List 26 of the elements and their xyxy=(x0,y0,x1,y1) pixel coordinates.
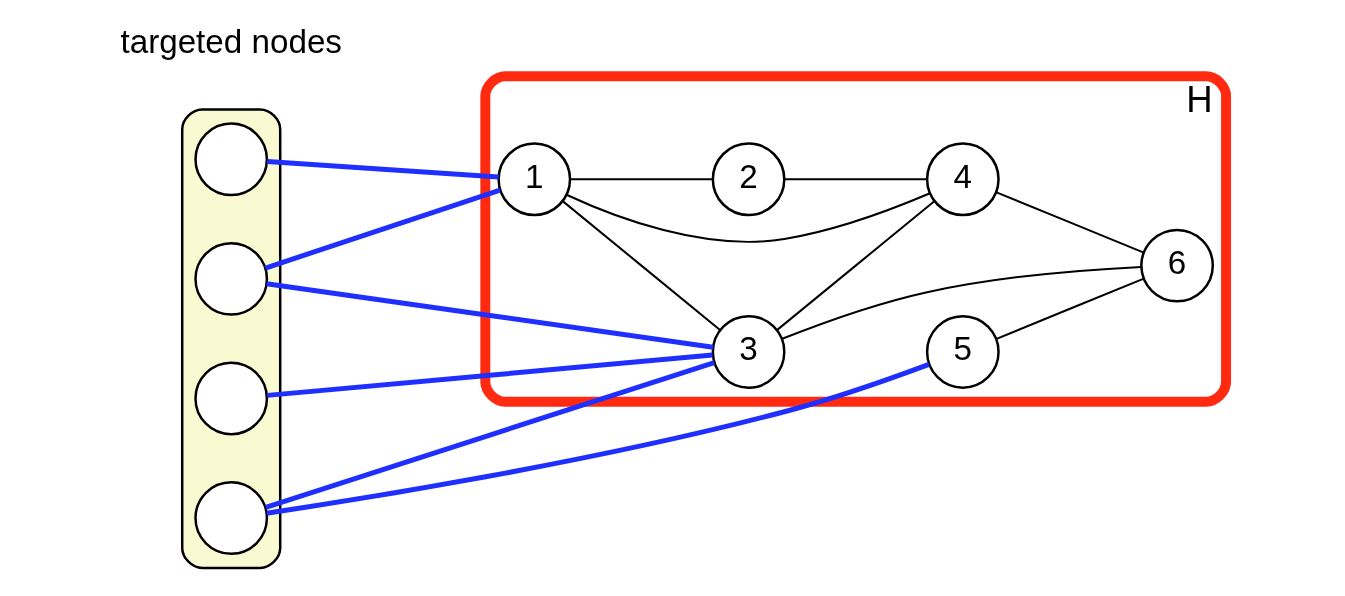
connector xyxy=(264,187,501,271)
connector xyxy=(783,178,928,181)
label: targeted nodes xyxy=(119,23,342,61)
node-circle: 3 xyxy=(711,315,786,389)
node-circle xyxy=(193,122,268,197)
node-circle: 1 xyxy=(496,142,571,217)
connector xyxy=(995,191,1145,254)
cluster xyxy=(180,108,281,570)
connector xyxy=(264,360,715,510)
node-circle: 4 xyxy=(925,142,1000,217)
connector xyxy=(266,352,713,398)
connector xyxy=(568,178,714,181)
connector xyxy=(266,159,499,180)
connector xyxy=(565,192,930,243)
node-circle: 5 xyxy=(925,315,1000,389)
connector xyxy=(775,200,935,332)
connector xyxy=(265,362,930,516)
node-circle: 2 xyxy=(711,142,786,217)
node-circle xyxy=(193,361,268,436)
node-circle xyxy=(193,481,268,555)
connector xyxy=(995,277,1145,340)
connector xyxy=(780,265,1142,340)
connector xyxy=(561,200,721,331)
connector xyxy=(265,281,713,350)
node-circle: 6 xyxy=(1139,228,1214,303)
node-circle xyxy=(193,241,268,316)
